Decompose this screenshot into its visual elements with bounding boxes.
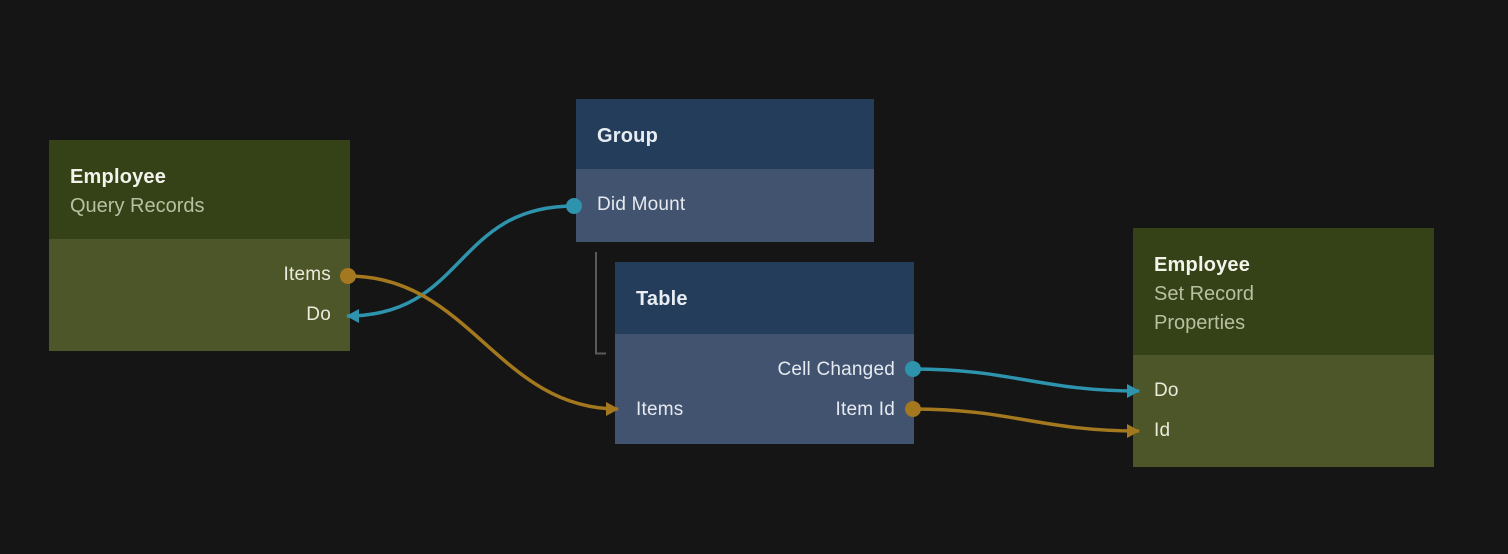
node-title: Group: [597, 125, 658, 147]
node-title: Employee: [70, 166, 167, 188]
port-cell-changed-output[interactable]: Cell Changed: [615, 350, 914, 390]
port-row-items-itemid: Items Item Id: [615, 390, 914, 430]
node-header: Employee Set Record Properties: [1133, 228, 1434, 355]
port-id-input[interactable]: Id: [1133, 411, 1434, 451]
node-title: Table: [636, 288, 688, 310]
port-label[interactable]: Cell Changed: [777, 359, 895, 380]
wire-items-to-items[interactable]: [347, 274, 619, 416]
node-subtitle: Query Records: [70, 195, 205, 217]
port-items-output[interactable]: Items: [49, 255, 350, 295]
port-do-input[interactable]: Do: [1133, 371, 1434, 411]
port-label[interactable]: Did Mount: [597, 194, 686, 215]
node-title: Employee: [1154, 254, 1251, 276]
wire-did-mount-to-do[interactable]: [346, 204, 575, 323]
node-group[interactable]: Group Did Mount: [576, 99, 874, 242]
node-subtitle: Set Record Properties: [1154, 283, 1255, 334]
node-header: Employee Query Records: [49, 140, 350, 239]
port-label[interactable]: Do: [1154, 380, 1179, 401]
node-employee-set-record-properties[interactable]: Employee Set Record Properties Do Id: [1133, 228, 1434, 467]
node-ports: Do Id: [1133, 355, 1434, 467]
hierarchy-line-group-table: [595, 252, 606, 355]
node-ports: Items Do: [49, 239, 350, 351]
port-items-input[interactable]: Items: [636, 399, 684, 420]
wire-cell-changed-to-do[interactable]: [912, 367, 1140, 398]
node-ports: Cell Changed Items Item Id: [615, 334, 914, 444]
port-label[interactable]: Items: [283, 264, 331, 285]
node-employee-query-records[interactable]: Employee Query Records Items Do: [49, 140, 350, 351]
node-header: Group: [576, 99, 874, 169]
port-did-mount-output[interactable]: Did Mount: [576, 185, 874, 225]
port-item-id-output[interactable]: Item Id: [835, 399, 895, 420]
port-label[interactable]: Do: [306, 304, 331, 325]
wire-item-id-to-id[interactable]: [912, 407, 1140, 438]
port-label[interactable]: Id: [1154, 420, 1171, 441]
node-header: Table: [615, 262, 914, 334]
node-ports: Did Mount: [576, 169, 874, 242]
node-table[interactable]: Table Cell Changed Items Item Id: [615, 262, 914, 444]
port-do-input[interactable]: Do: [49, 295, 350, 335]
